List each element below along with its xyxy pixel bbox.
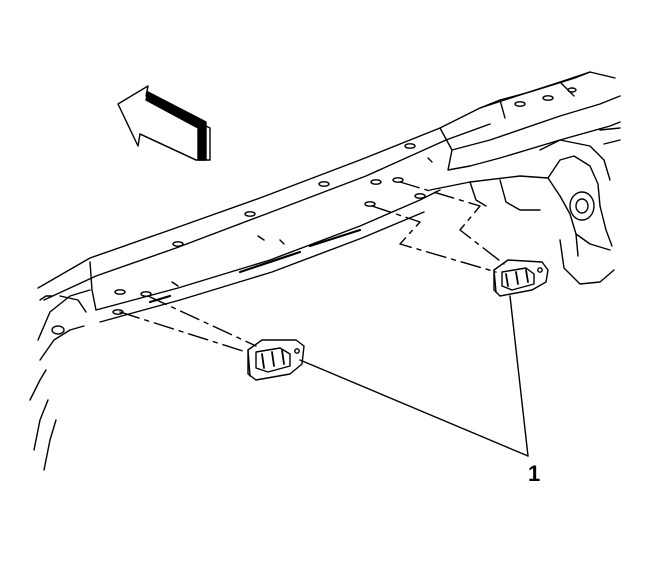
callout-number: 1 (528, 461, 541, 486)
callout-leader-lines (299, 295, 529, 457)
installation-guide-lines (119, 181, 505, 353)
direction-arrow-icon (117, 85, 211, 161)
front-left-structure (29, 289, 91, 471)
sensor-left (247, 339, 305, 381)
crossmember (429, 127, 621, 285)
sensor-right (493, 259, 549, 297)
